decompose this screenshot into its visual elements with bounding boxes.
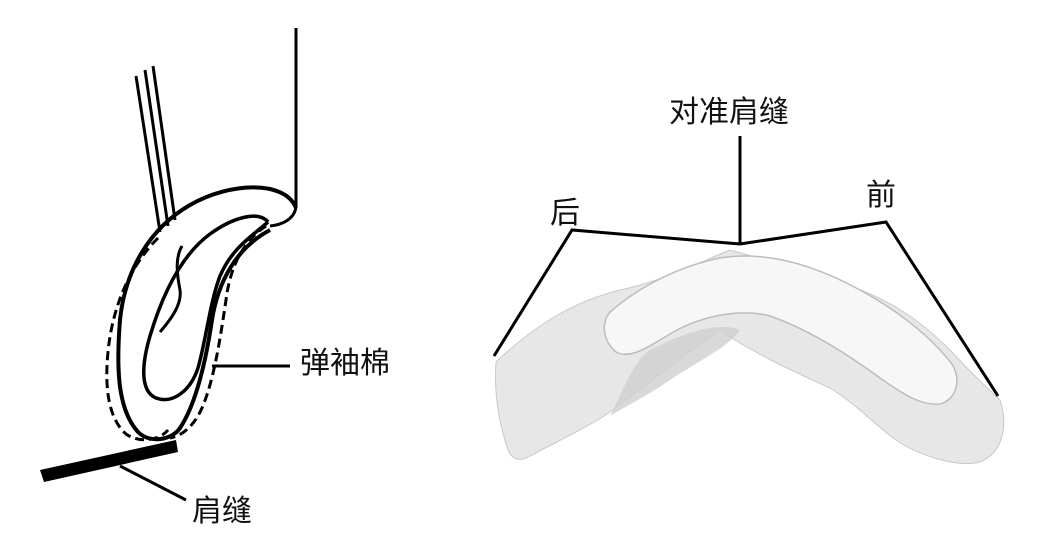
padding-inner-loop	[142, 214, 270, 402]
garment-seam-line-2	[143, 69, 170, 227]
sleeve-body-line	[269, 28, 298, 228]
padding-front-layer	[603, 255, 958, 405]
garment-seam-line-1	[134, 75, 162, 233]
armhole-outer-curve	[116, 185, 298, 442]
label-shoulder-seam: 肩缝	[192, 494, 252, 529]
padding-piece	[495, 249, 1005, 465]
label-align-shoulder-seam: 对准肩缝	[669, 95, 789, 130]
padding-shade	[610, 326, 740, 416]
label-front: 前	[866, 178, 896, 213]
label-sleeve-padding: 弹袖棉	[300, 346, 390, 381]
padding-stitch-inner	[169, 224, 267, 440]
leader-line-front	[739, 220, 1000, 397]
garment-seam-line-3	[151, 65, 177, 221]
label-back: 后	[550, 196, 580, 231]
leader-line-back	[492, 228, 741, 357]
shoulder-seam-bar	[40, 440, 178, 482]
padding-stitch-outer	[105, 236, 170, 442]
padding-inner-edge	[158, 245, 184, 333]
leader-line-shoulder-seam	[119, 464, 187, 502]
